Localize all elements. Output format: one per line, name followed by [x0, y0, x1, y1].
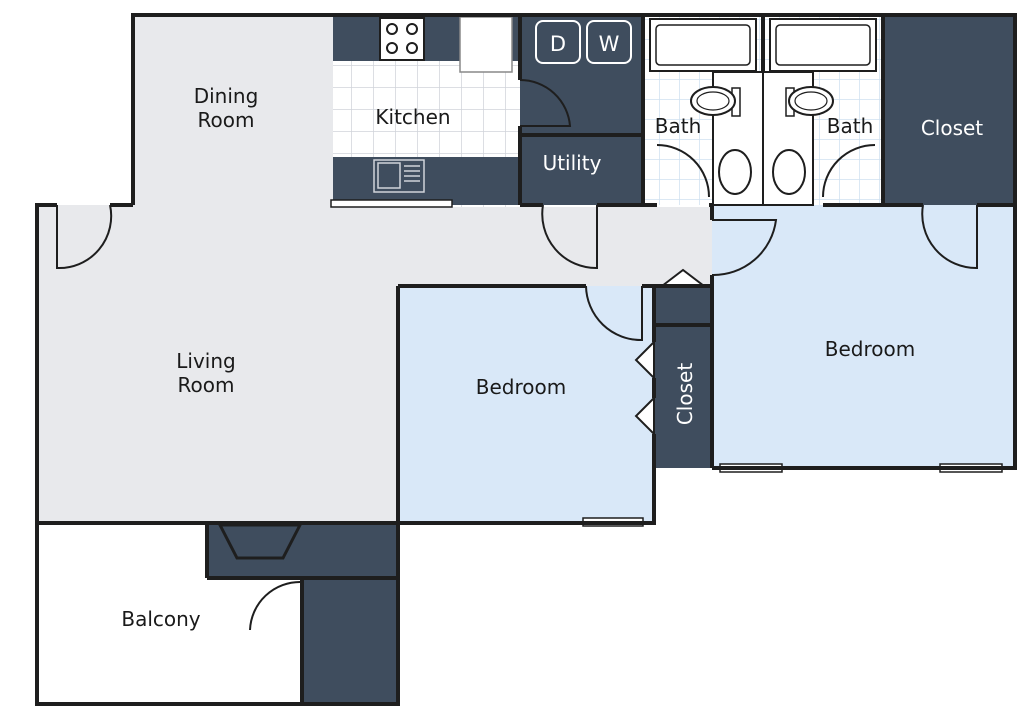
closet-top-label: Closet [921, 116, 983, 140]
balcony-label: Balcony [121, 607, 200, 631]
toilet-right-icon [785, 86, 834, 117]
stove-icon [379, 17, 425, 61]
kitchen-sink-icon [373, 159, 425, 193]
living-room-label-line2: Room [178, 373, 235, 397]
bedroom-right-label: Bedroom [825, 337, 915, 361]
bedroom-middle-label: Bedroom [476, 375, 566, 399]
utility-area [520, 135, 643, 205]
closet-door-marker-top [634, 339, 655, 381]
bath-sink-left-icon [718, 149, 752, 195]
bedroom-right-area [712, 205, 1015, 468]
door-swings [56, 78, 978, 631]
dining-room-label-line1: Dining [194, 84, 259, 108]
dryer-label: D [550, 32, 566, 56]
utility-label: Utility [543, 151, 602, 175]
bedroom-middle-area [398, 286, 654, 523]
kitchen-counter-bottom [333, 157, 520, 205]
walls [35, 13, 1017, 706]
living-dining-area [37, 15, 712, 523]
bath-left-label: Bath [655, 114, 702, 138]
closet-door-marker-bottom [634, 395, 655, 437]
fireplace-block [207, 523, 398, 578]
bath-right-label: Bath [827, 114, 874, 138]
toilet-left-icon [690, 86, 741, 117]
closet-vertical-area [654, 286, 712, 468]
refrigerator-icon [459, 16, 513, 73]
bathtub-right-icon [769, 18, 877, 72]
dining-room-label-line2: Room [198, 108, 255, 132]
dryer-icon: D [535, 20, 581, 64]
washer-label: W [599, 32, 620, 56]
living-room-label-line1: Living [176, 349, 235, 373]
storage-block [302, 578, 398, 704]
closet-vertical-label: Closet [673, 363, 697, 425]
kitchen-label: Kitchen [375, 105, 450, 129]
bathtub-left-icon [649, 18, 757, 72]
washer-icon: W [586, 20, 632, 64]
closet-top-area [883, 15, 1015, 205]
bath-sink-right-icon [772, 149, 806, 195]
washer-dryer-area [520, 15, 643, 135]
counter-ledge [330, 199, 453, 208]
